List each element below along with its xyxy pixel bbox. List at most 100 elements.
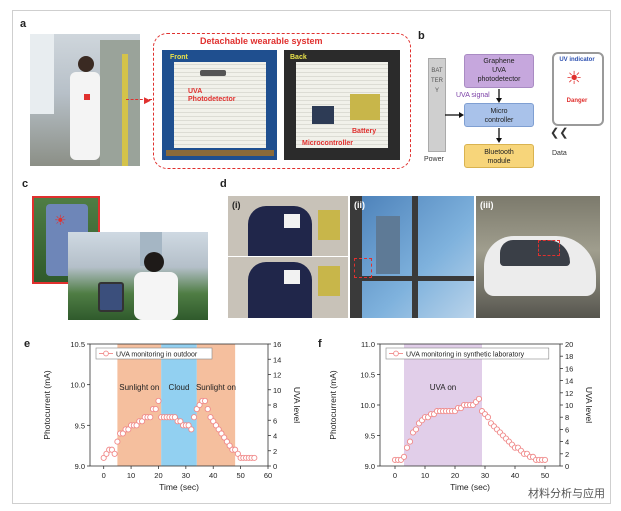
data-point [103, 450, 110, 457]
data-point [204, 406, 211, 413]
y2-tick-label: 16 [273, 340, 281, 349]
battery-block [428, 58, 446, 152]
data-point [114, 438, 121, 445]
photo-car-wearable [476, 196, 600, 318]
y2-tick-label: 6 [273, 416, 277, 425]
data-point [221, 434, 228, 441]
panel-label-d: d [220, 178, 227, 190]
y2-tick-label: 0 [273, 462, 277, 471]
battery-label: Battery [352, 128, 377, 135]
data-point [541, 456, 549, 463]
data-point [212, 422, 220, 429]
y2-tick-label: 2 [565, 450, 569, 459]
x-tick-label: 20 [451, 471, 459, 480]
sun-icon: ☀ [566, 68, 583, 88]
y2-axis-label: UVA level [292, 387, 302, 423]
uv-indicator-label: UV indicator [559, 57, 595, 63]
arrow-head-icon: ▶ [144, 95, 151, 105]
y2-tick-label: 10 [565, 401, 573, 410]
photo-person-corridor [30, 34, 140, 166]
band-label-2: Sunlight on [196, 383, 236, 392]
legend-marker [393, 350, 399, 357]
detector-block: Graphene UVA photodetector [464, 54, 534, 88]
data-point [207, 414, 214, 421]
sun-icon: ☀ [54, 212, 67, 228]
watermark: 材料分析与应用 [528, 488, 605, 500]
data-point [188, 426, 195, 433]
y-tick-label: 9.5 [365, 432, 375, 441]
wifi-icon: ❮❮ [550, 127, 569, 139]
panel-label-e: e [24, 338, 31, 350]
uva-photodetector-label: UVA Photodetector [188, 88, 236, 103]
photo-window-wearable [350, 196, 474, 318]
y-axis-label: Photocurrent (mA) [42, 370, 52, 440]
legend-box [95, 347, 213, 360]
band-0 [117, 344, 162, 466]
danger-label: Danger [566, 98, 588, 104]
data-point [400, 453, 408, 460]
data-point [125, 426, 132, 433]
x-tick-label: 30 [481, 471, 489, 480]
y2-tick-label: 12 [273, 371, 281, 380]
data-point [210, 418, 217, 425]
connector-arrow [126, 99, 152, 100]
x-tick-label: 0 [102, 471, 106, 480]
data-point [191, 414, 198, 421]
x-tick-label: 20 [154, 471, 162, 480]
data-point [201, 397, 209, 404]
data-point [406, 438, 414, 445]
y-tick-label: 9.0 [365, 462, 375, 471]
data-point [138, 418, 146, 425]
band-label-1: Cloud [169, 383, 190, 392]
x-tick-label: 40 [209, 471, 217, 480]
data-label: Data [552, 150, 567, 157]
x-axis-label: Time (sec) [450, 482, 490, 492]
data-point [119, 430, 126, 437]
y2-tick-label: 8 [273, 401, 277, 410]
y2-tick-label: 4 [273, 432, 277, 441]
wearable-system-title: Detachable wearable system [200, 36, 323, 46]
data-point [232, 446, 239, 453]
microcontroller-label: Microcontroller [302, 140, 353, 147]
data-point [108, 446, 115, 453]
y2-tick-label: 6 [565, 425, 569, 434]
y2-tick-label: 18 [565, 352, 573, 361]
y2-tick-label: 8 [565, 413, 569, 422]
y-tick-label: 10.0 [360, 401, 375, 410]
x-tick-label: 0 [393, 471, 397, 480]
y2-tick-label: 16 [565, 364, 573, 373]
diagram-arrows [445, 89, 502, 143]
x-tick-label: 10 [127, 471, 135, 480]
y-tick-label: 10.0 [70, 381, 85, 390]
x-tick-label: 60 [264, 471, 272, 480]
panel-label-b: b [418, 30, 425, 42]
legend-box [385, 347, 550, 360]
panel-label-f: f [318, 338, 322, 350]
band-label-0: Sunlight on [119, 383, 159, 392]
y2-tick-label: 14 [273, 355, 281, 364]
y-tick-label: 10.5 [70, 340, 85, 349]
legend-marker [103, 350, 109, 357]
bluetooth-block: Bluetooth module [464, 144, 534, 168]
x-axis-label: Time (sec) [159, 482, 199, 492]
y2-tick-label: 4 [565, 438, 569, 447]
battery-text: BATTERY [431, 68, 443, 94]
microcontroller-block: Micro controller [464, 103, 534, 127]
uva-signal-label: UVA signal [456, 92, 490, 99]
data-point [196, 401, 203, 409]
data-point [484, 414, 492, 421]
data-point [111, 450, 118, 457]
data-point [403, 444, 411, 451]
y2-tick-label: 10 [273, 386, 281, 395]
y-tick-label: 11.0 [361, 340, 375, 349]
photo-person-outdoor [68, 232, 208, 320]
y-tick-label: 9.0 [75, 462, 85, 471]
data-point [177, 418, 184, 425]
band-1 [161, 344, 197, 466]
data-point [152, 406, 159, 413]
subpanel-label-iii: (iii) [480, 200, 494, 210]
legend-label: UVA monitoring in outdoor [116, 352, 198, 359]
y-tick-label: 9.5 [75, 421, 85, 430]
data-point [251, 454, 258, 461]
photo-sweater-wearable [228, 196, 348, 318]
